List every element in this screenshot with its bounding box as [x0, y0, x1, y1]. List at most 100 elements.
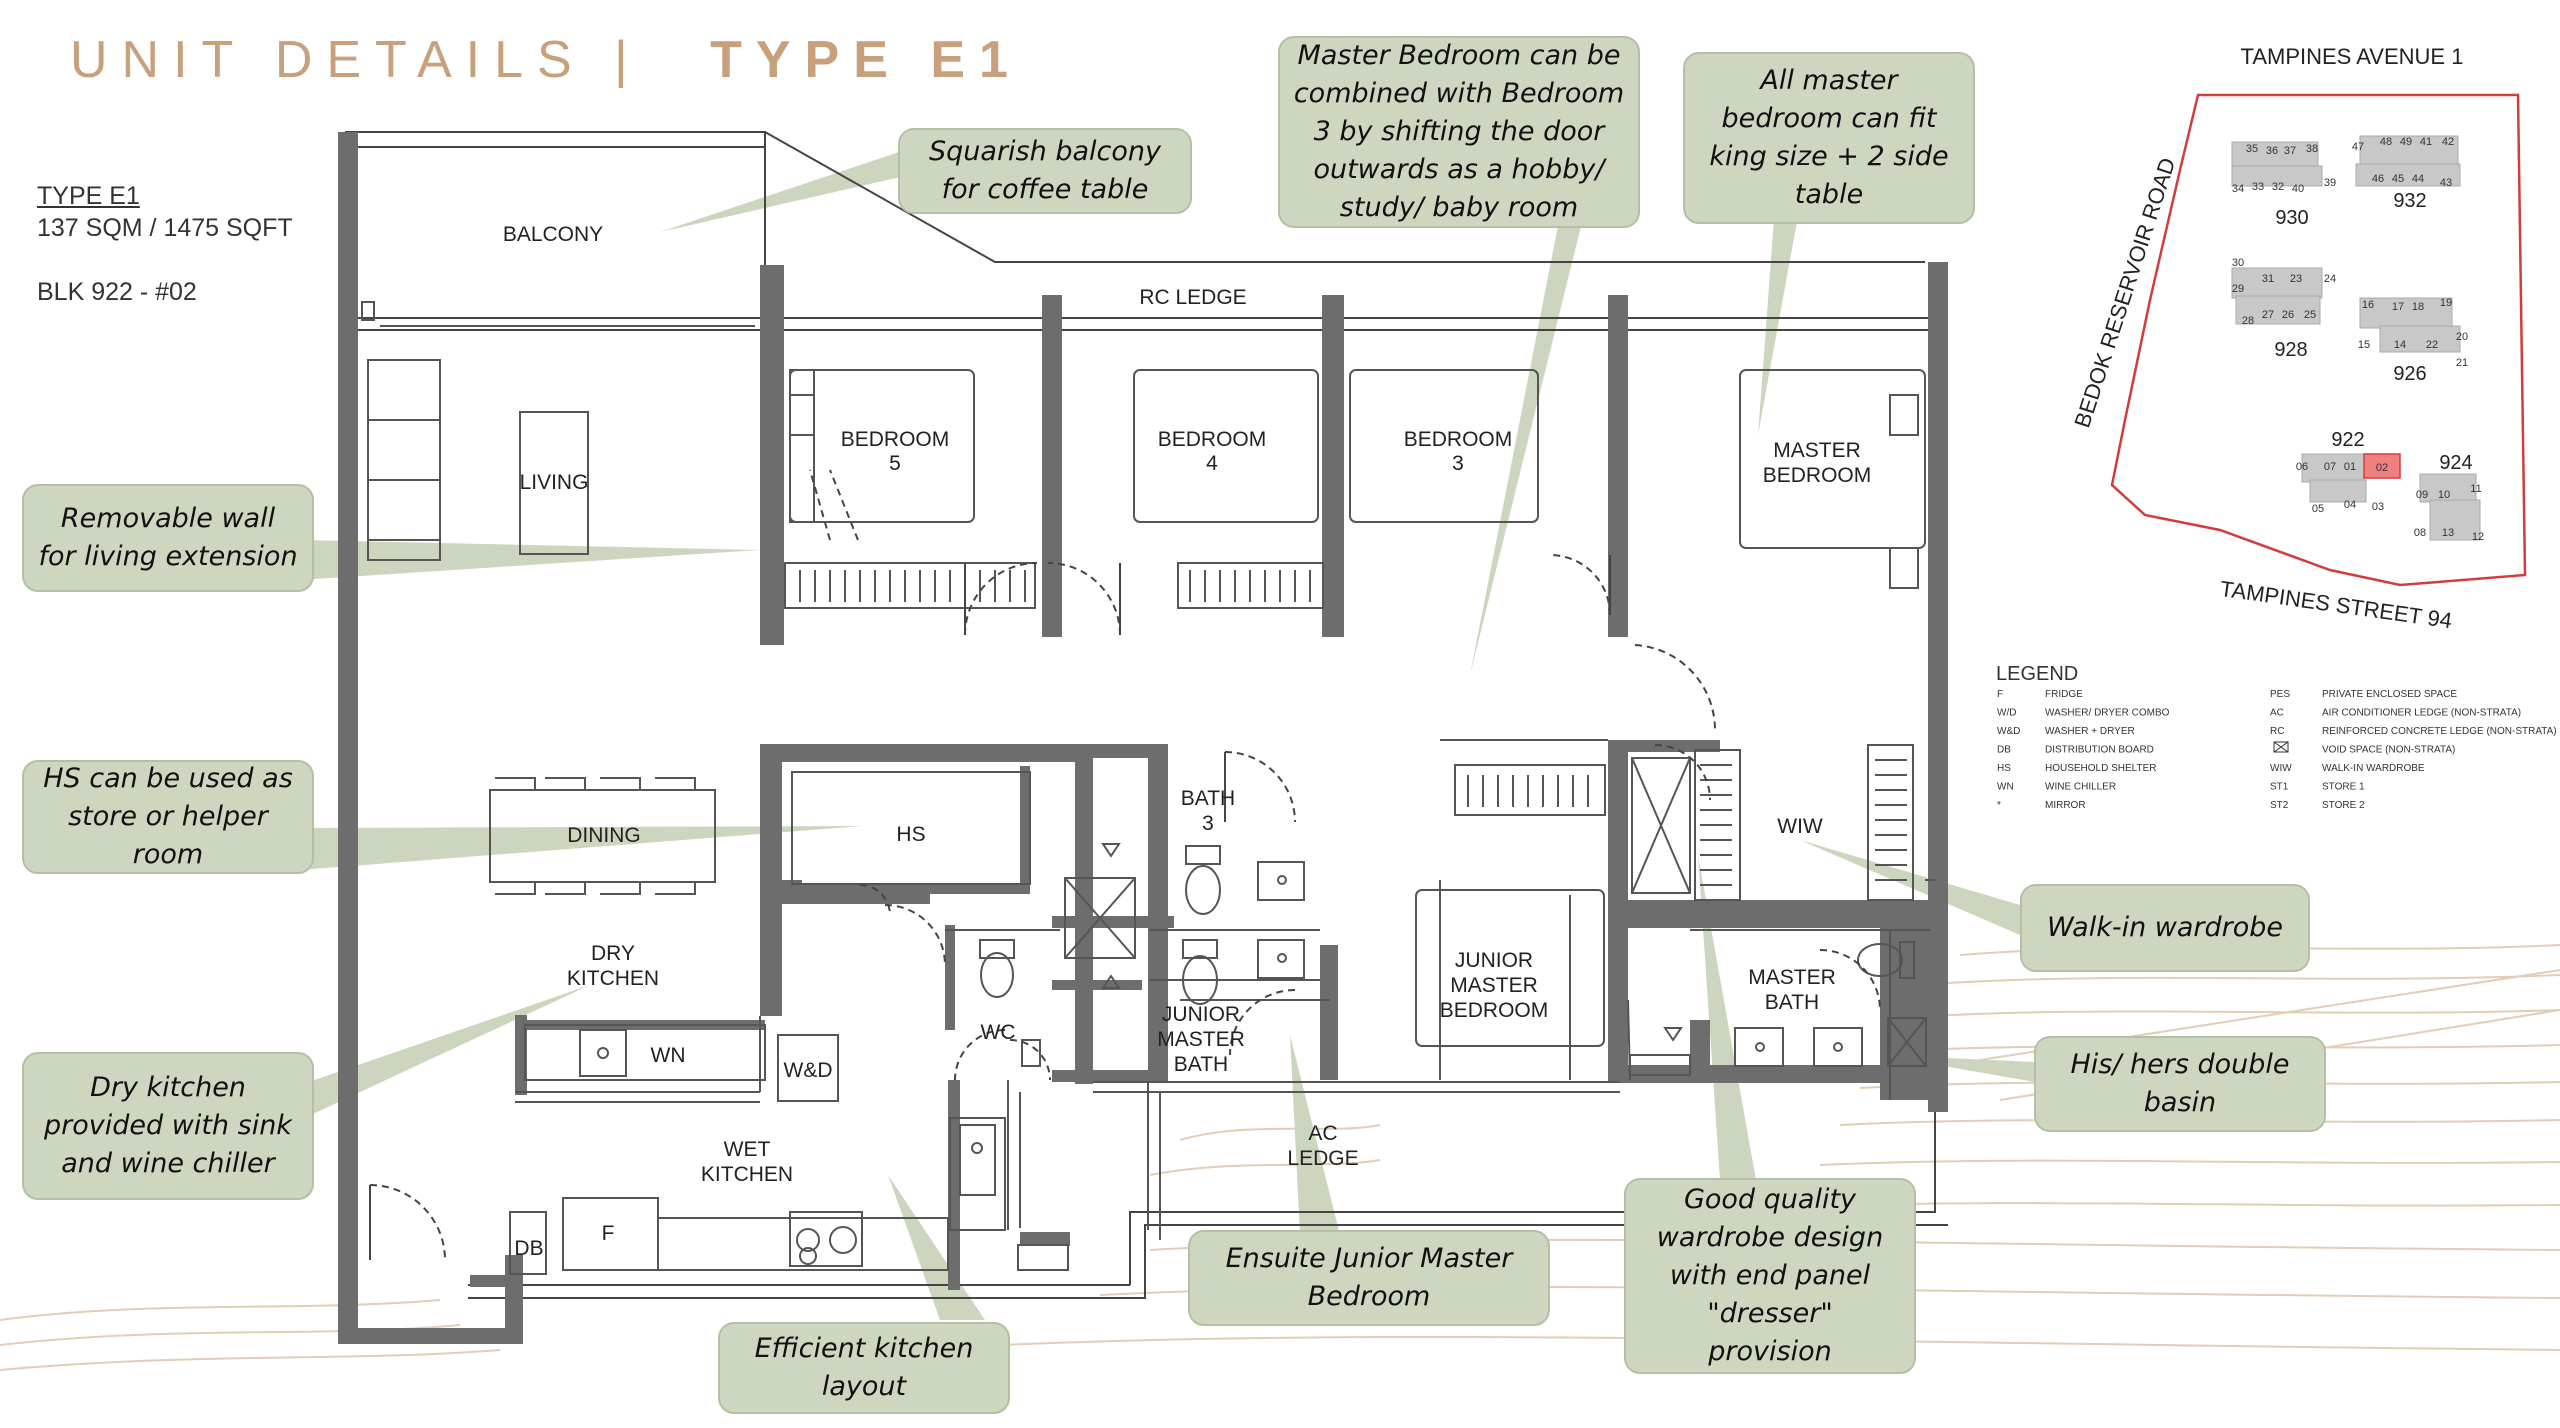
- unit-num: 43: [2440, 177, 2452, 189]
- unit-num: 34: [2232, 183, 2244, 195]
- exterior-lines: [345, 131, 1948, 1299]
- label-jm-bath-3: BATH: [1174, 1053, 1228, 1076]
- callout-line: Squarish balcony: [929, 136, 1161, 167]
- title-prefix: UNIT DETAILS |: [70, 31, 642, 89]
- label-wet-kitchen-2: KITCHEN: [701, 1163, 793, 1186]
- unit-num: 20: [2456, 331, 2468, 343]
- door-leaves: [369, 555, 1611, 1260]
- road-west: BEDOK RESERVOIR ROAD: [2069, 155, 2180, 431]
- unit-num: 18: [2412, 301, 2424, 313]
- unit-num: 08: [2414, 527, 2426, 539]
- callout-line: Walk-in wardrobe: [2046, 912, 2284, 943]
- unit-num: 45: [2392, 173, 2404, 185]
- block-930: 930: [2275, 207, 2308, 229]
- label-balcony: BALCONY: [503, 223, 603, 246]
- unit-area: 137 SQM / 1475 SQFT: [37, 214, 293, 242]
- block-924: 924: [2439, 452, 2472, 474]
- room-labels: BALCONY RC LEDGE LIVING BEDROOM 5 BEDROO…: [503, 223, 1871, 1260]
- unit-num: 47: [2352, 141, 2364, 153]
- unit-num: 35: [2246, 143, 2258, 155]
- unit-num: 06: [2296, 461, 2308, 473]
- legend-code: DB: [1997, 745, 2011, 756]
- walls: [338, 132, 1948, 1344]
- unit-num: 05: [2312, 503, 2324, 515]
- callout-line: table: [1794, 179, 1864, 210]
- label-living: LIVING: [520, 471, 589, 494]
- unit-num: 44: [2412, 173, 2424, 185]
- unit-num: 19: [2440, 297, 2452, 309]
- block-922: 922: [2331, 429, 2364, 451]
- unit-num: 15: [2358, 339, 2370, 351]
- label-wd: W&D: [784, 1059, 833, 1082]
- callout-line: store or helper: [68, 801, 268, 832]
- callout-line: room: [132, 839, 204, 870]
- callout-line: Ensuite Junior Master: [1225, 1243, 1513, 1274]
- label-bedroom4-2: 4: [1206, 452, 1218, 475]
- unit-num: 02: [2376, 462, 2388, 474]
- label-master-bath-1: MASTER: [1748, 966, 1836, 989]
- callout-line: Master Bedroom can be: [1297, 40, 1621, 71]
- callout-line: king size + 2 side: [1709, 141, 1949, 172]
- label-fridge: F: [602, 1222, 615, 1245]
- callout-line: His/ hers double: [2070, 1049, 2290, 1080]
- unit-num: 38: [2306, 143, 2318, 155]
- unit-num: 23: [2290, 273, 2302, 285]
- unit-type: TYPE E1: [37, 182, 140, 210]
- callout-line: layout: [821, 1371, 907, 1402]
- void-space-symbol: [2273, 741, 2289, 753]
- label-jm-bath-1: JUNIOR: [1162, 1003, 1240, 1026]
- callout-line: and wine chiller: [61, 1148, 275, 1179]
- unit-num: 39: [2324, 177, 2336, 189]
- callout-line: 3 by shifting the door: [1313, 116, 1605, 147]
- legend-desc: WALK-IN WARDROBE: [2322, 763, 2425, 774]
- legend-desc: PRIVATE ENCLOSED SPACE: [2322, 689, 2457, 700]
- block-928: 928: [2274, 339, 2307, 361]
- unit-num: 09: [2416, 489, 2428, 501]
- label-bath3-1: BATH: [1181, 787, 1235, 810]
- callout-line: provision: [1708, 1336, 1832, 1367]
- label-ac-ledge-1: AC: [1308, 1122, 1337, 1145]
- label-bedroom3-2: 3: [1452, 452, 1464, 475]
- callout-line: basin: [2143, 1087, 2217, 1118]
- callout-walk-in-wardrobe: Walk-in wardrobe: [2020, 884, 2310, 972]
- legend-code: WN: [1997, 782, 2014, 793]
- block-926: 926: [2393, 363, 2426, 385]
- unit-num: 16: [2362, 299, 2374, 311]
- unit-num: 40: [2292, 183, 2304, 195]
- unit-num: 21: [2456, 357, 2468, 369]
- unit-num: 22: [2426, 339, 2438, 351]
- legend-code: HS: [1997, 763, 2011, 774]
- legend-desc: FRIDGE: [2045, 689, 2083, 700]
- furniture: [361, 301, 1935, 1275]
- legend-code: PES: [2270, 689, 2290, 700]
- unit-num: 17: [2392, 301, 2404, 313]
- legend-desc: DISTRIBUTION BOARD: [2045, 745, 2154, 756]
- legend-desc: WINE CHILLER: [2045, 782, 2116, 793]
- callout-line: Good quality: [1683, 1184, 1857, 1215]
- unit-num: 48: [2380, 136, 2392, 148]
- unit-num: 42: [2442, 136, 2454, 148]
- label-master-bedroom-2: BEDROOM: [1763, 464, 1872, 487]
- unit-num: 49: [2400, 136, 2412, 148]
- legend-code: WIW: [2270, 763, 2292, 774]
- callout-line: combined with Bedroom: [1293, 78, 1625, 109]
- label-dry-kitchen-1: DRY: [591, 942, 635, 965]
- unit-num: 07: [2324, 461, 2336, 473]
- label-master-bedroom-1: MASTER: [1773, 439, 1861, 462]
- label-wc: WC: [981, 1021, 1016, 1044]
- label-rc-ledge: RC LEDGE: [1139, 286, 1246, 309]
- callout-line: provided with sink: [44, 1110, 292, 1141]
- label-dining: DINING: [567, 824, 641, 847]
- legend-code: F: [1997, 689, 2003, 700]
- door-swings: [369, 469, 1881, 1261]
- legend-code: ST2: [2270, 800, 2289, 811]
- callout-line: Dry kitchen: [90, 1072, 246, 1103]
- unit-num: 04: [2344, 499, 2356, 511]
- unit-num: 29: [2232, 283, 2244, 295]
